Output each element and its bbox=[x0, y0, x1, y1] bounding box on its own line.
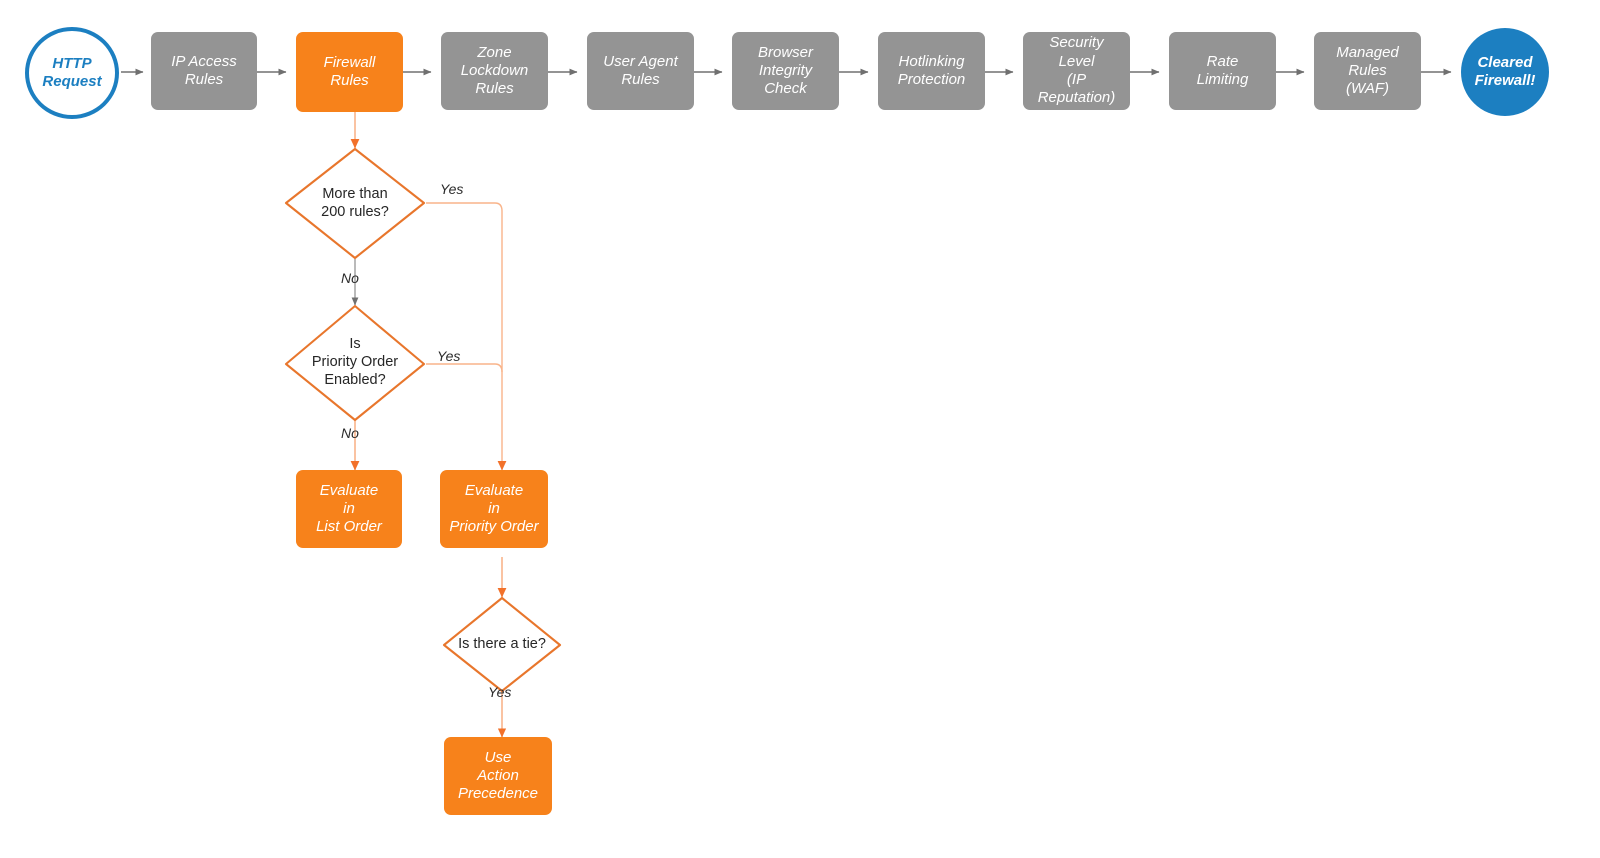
node-http-request[interactable]: HTTP Request bbox=[25, 27, 119, 119]
node-browser-integrity-check[interactable]: Browser Integrity Check bbox=[732, 32, 839, 110]
node-cleared-firewall-label: Cleared Firewall! bbox=[1474, 53, 1536, 89]
node-firewall-rules-label: Firewall Rules bbox=[323, 53, 376, 89]
node-rate-limiting[interactable]: Rate Limiting bbox=[1169, 32, 1276, 110]
node-ip-access-rules-label: IP Access Rules bbox=[171, 52, 237, 88]
node-security-level[interactable]: Security Level (IP Reputation) bbox=[1023, 32, 1130, 110]
decision-is-priority-order-enabled-label: Is Priority Order Enabled? bbox=[311, 336, 399, 388]
node-cleared-firewall[interactable]: Cleared Firewall! bbox=[1461, 28, 1549, 116]
node-evaluate-in-priority-order-label: Evaluate in Priority Order bbox=[449, 481, 539, 536]
node-rate-limiting-label: Rate Limiting bbox=[1196, 52, 1249, 88]
node-http-request-label: HTTP Request bbox=[42, 54, 102, 90]
node-managed-rules-waf[interactable]: Managed Rules (WAF) bbox=[1314, 32, 1421, 110]
node-hotlinking-protection[interactable]: Hotlinking Protection bbox=[878, 32, 985, 110]
edge-label-tie-yes: Yes bbox=[488, 684, 512, 700]
node-zone-lockdown-rules[interactable]: Zone Lockdown Rules bbox=[441, 32, 548, 110]
node-evaluate-in-priority-order[interactable]: Evaluate in Priority Order bbox=[440, 470, 548, 548]
edge-decision2-yes bbox=[426, 363, 503, 373]
decision-is-there-a-tie[interactable]: Is there a tie? bbox=[444, 598, 560, 691]
node-evaluate-in-list-order-label: Evaluate in List Order bbox=[316, 481, 382, 536]
node-evaluate-in-list-order[interactable]: Evaluate in List Order bbox=[296, 470, 402, 548]
node-use-action-precedence-label: Use Action Precedence bbox=[457, 748, 539, 803]
node-firewall-rules[interactable]: Firewall Rules bbox=[296, 32, 403, 112]
decision-is-there-a-tie-label: Is there a tie? bbox=[458, 635, 546, 652]
node-use-action-precedence[interactable]: Use Action Precedence bbox=[444, 737, 552, 815]
node-hotlinking-protection-label: Hotlinking Protection bbox=[897, 52, 966, 88]
decision-more-than-200-rules-label: More than 200 rules? bbox=[321, 186, 389, 220]
edge-label-decision1-yes: Yes bbox=[440, 181, 464, 197]
node-security-level-label: Security Level (IP Reputation) bbox=[1037, 34, 1116, 107]
node-user-agent-rules-label: User Agent Rules bbox=[603, 52, 678, 88]
decision-is-priority-order-enabled[interactable]: Is Priority Order Enabled? bbox=[286, 306, 424, 420]
node-user-agent-rules[interactable]: User Agent Rules bbox=[587, 32, 694, 110]
node-ip-access-rules[interactable]: IP Access Rules bbox=[151, 32, 257, 110]
edge-label-decision1-no: No bbox=[341, 270, 359, 286]
edge-label-decision2-yes: Yes bbox=[437, 348, 461, 364]
node-managed-rules-waf-label: Managed Rules (WAF) bbox=[1336, 43, 1399, 98]
node-browser-integrity-check-label: Browser Integrity Check bbox=[757, 43, 813, 98]
edge-label-decision2-no: No bbox=[341, 425, 359, 441]
decision-more-than-200-rules[interactable]: More than 200 rules? bbox=[286, 149, 424, 259]
edge-decision1-yes bbox=[426, 202, 507, 471]
node-zone-lockdown-rules-label: Zone Lockdown Rules bbox=[460, 43, 529, 98]
